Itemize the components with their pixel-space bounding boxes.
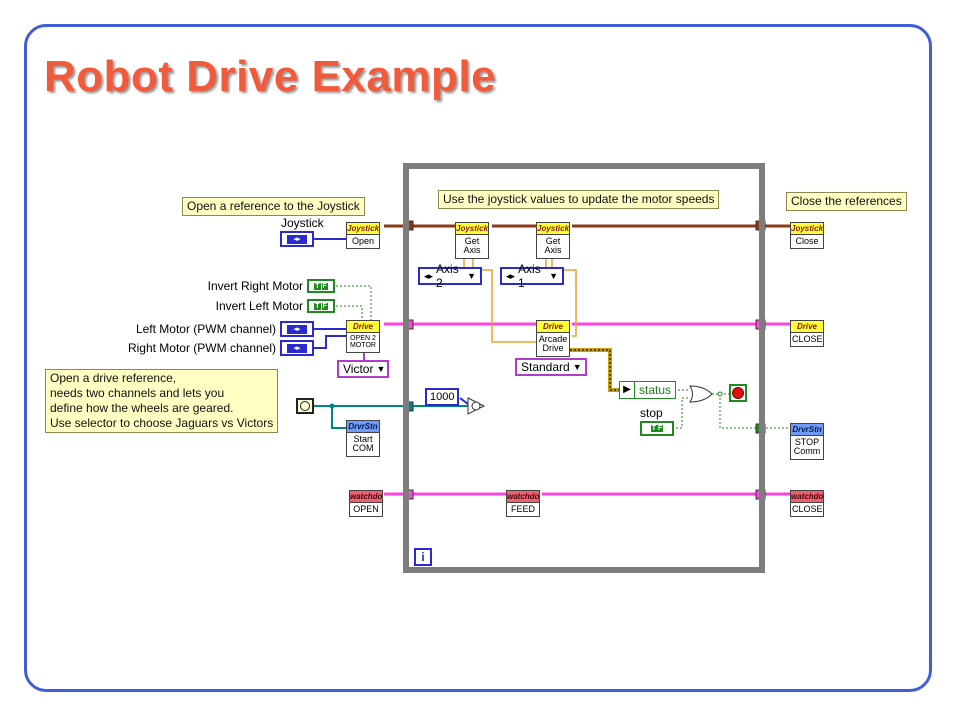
dropdown-icon: ▼: [467, 271, 476, 281]
left-motor-label: Left Motor (PWM channel): [135, 322, 276, 336]
spin-icon: ◂▸: [424, 270, 434, 281]
ref-arrows-icon: ◂▸: [287, 343, 307, 353]
joystick-control[interactable]: ◂▸: [280, 231, 314, 247]
stop-icon: [732, 387, 744, 399]
pwm-wires: [312, 328, 346, 349]
slide-frame: [24, 24, 932, 692]
refnum-constant[interactable]: [296, 398, 314, 414]
arcade-drive-vi[interactable]: Drive Arcade Drive: [536, 320, 570, 357]
comment-line: Use selector to choose Jaguars vs Victor…: [50, 416, 274, 430]
wait-ms-constant[interactable]: 1000: [425, 388, 460, 406]
ref-arrows-icon: ◂▸: [287, 324, 307, 334]
slide-title: Robot Drive Example: [44, 52, 497, 101]
watchdog-open-vi[interactable]: watchdo OPEN: [349, 490, 383, 518]
ref-arrows-icon: ◂▸: [287, 234, 307, 244]
status-indicator: ▶status: [619, 381, 677, 399]
or-gate: [689, 385, 713, 403]
stop-wire: [672, 397, 690, 429]
invert-right-label: Invert Right Motor: [207, 279, 303, 293]
drive-close-vi[interactable]: Drive CLOSE: [790, 320, 824, 348]
comment-line: Open a drive reference,: [50, 371, 177, 385]
dropdown-icon: ▼: [549, 271, 558, 281]
joystick-label: Joystick: [281, 216, 324, 230]
axis-2-selector[interactable]: ◂▸Axis 2▼: [418, 262, 482, 290]
stop-button-control[interactable]: T F: [640, 421, 674, 436]
comment-close-refs: Close the references: [786, 192, 907, 211]
drive-open-vi[interactable]: Drive OPEN 2 MOTOR: [346, 320, 380, 353]
joystick-get-axis-2-vi[interactable]: Joystick Get Axis: [455, 222, 489, 259]
drvrstn-start-vi[interactable]: DrvrStn Start COM: [346, 420, 380, 457]
joystick-get-axis-1-vi[interactable]: Joystick Get Axis: [536, 222, 570, 259]
comment-line: needs two channels and lets you: [50, 386, 225, 400]
loop-stop-terminal: [729, 384, 747, 402]
comment-update-motors: Use the joystick values to update the mo…: [438, 190, 720, 209]
comment-line: define how the wheels are geared.: [50, 401, 234, 415]
invert-wires: [336, 285, 372, 320]
right-motor-control[interactable]: ◂▸: [280, 340, 314, 356]
teal-wire: [314, 405, 470, 429]
joystick-close-vi[interactable]: Joystick Close: [790, 222, 824, 250]
comment-drive-ref: Open a drive reference, needs two channe…: [45, 369, 279, 433]
iteration-terminal: i: [414, 548, 432, 566]
drive-mode-selector[interactable]: Standard▼: [515, 358, 587, 376]
watchdog-feed-vi[interactable]: watchdo FEED: [506, 490, 540, 518]
motor-type-selector[interactable]: Victor▼: [337, 360, 389, 378]
arrow-right-icon: ▶: [620, 382, 635, 398]
spin-icon: ◂▸: [506, 270, 516, 281]
axis-1-selector[interactable]: ◂▸Axis 1▼: [500, 262, 564, 290]
joystick-open-vi[interactable]: Joystick Open: [346, 222, 380, 250]
left-motor-control[interactable]: ◂▸: [280, 321, 314, 337]
while-loop: [403, 163, 765, 573]
comment-joystick-ref: Open a reference to the Joystick: [182, 197, 365, 216]
invert-left-label: Invert Left Motor: [215, 299, 303, 313]
drvrstn-stop-vi[interactable]: DrvrStn STOP Comm: [790, 423, 824, 460]
dropdown-icon: ▼: [572, 362, 582, 372]
wait-wire: [459, 397, 469, 405]
watchdog-close-vi[interactable]: watchdo CLOSE: [790, 490, 824, 518]
stop-label: stop: [640, 406, 663, 420]
axis-wires: [463, 258, 577, 343]
dropdown-icon: ▼: [376, 364, 386, 374]
right-motor-label: Right Motor (PWM channel): [127, 341, 276, 355]
